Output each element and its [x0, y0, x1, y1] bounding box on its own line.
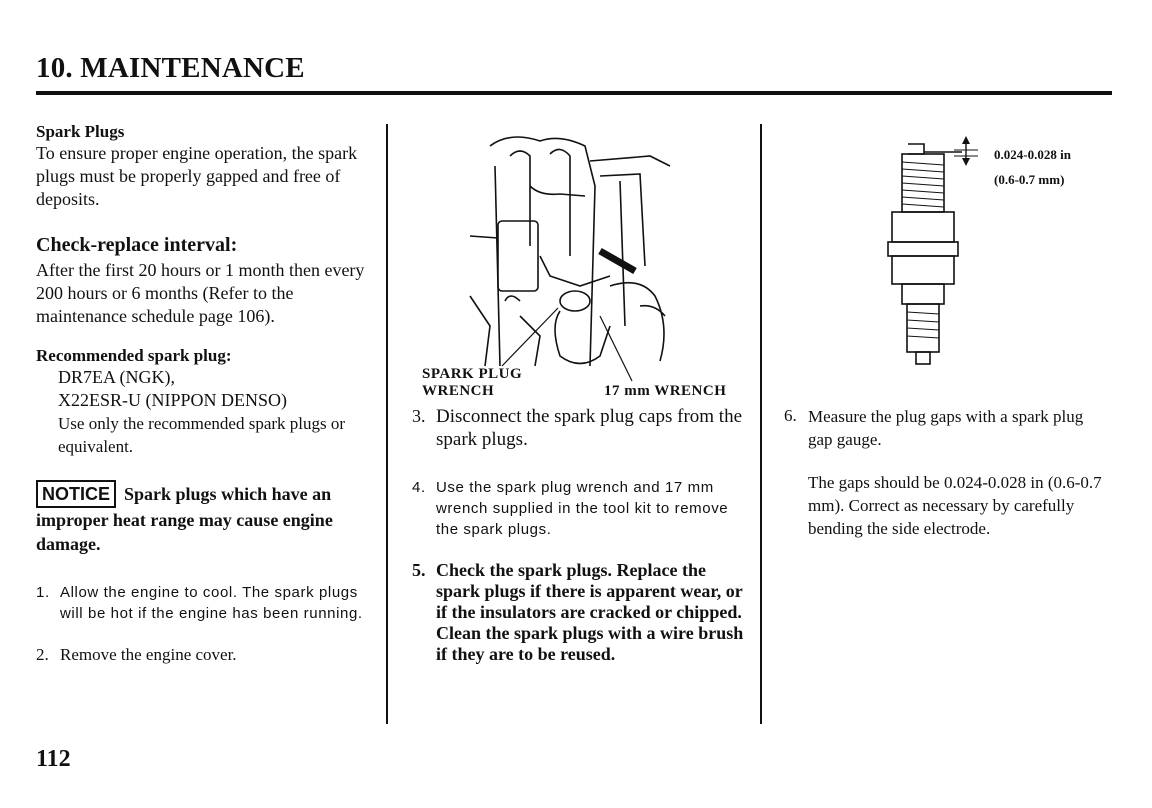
page-number: 112 [36, 746, 71, 772]
step-4: 4. Use the spark plug wrench and 17 mm w… [412, 477, 747, 540]
gap-inches-label: 0.024-0.028 in [994, 147, 1071, 162]
step-4-text: Use the spark plug wrench and 17 mm wren… [436, 479, 729, 538]
page-title: 10. MAINTENANCE [36, 52, 305, 84]
recommended-heading: Recommended spark plug: [36, 346, 232, 365]
plug-note: Use only the recommended spark plugs or … [58, 414, 346, 456]
label-17mm-wrench: 17 mm WRENCH [604, 383, 727, 399]
step-3: 3. Disconnect the spark plug caps from t… [412, 405, 747, 451]
column-middle: 3. Disconnect the spark plug caps from t… [412, 405, 747, 665]
header-rule [36, 91, 1112, 95]
interval-heading: Check-replace interval: [36, 234, 238, 256]
gap-mm-label: (0.6-0.7 mm) [994, 172, 1065, 187]
column-divider-left [386, 124, 388, 724]
step-2-number: 2. [36, 645, 49, 664]
label-spark-plug-wrench-line2: WRENCH [422, 383, 495, 399]
step-5-text: Check the spark plugs. Replace the spark… [436, 560, 744, 664]
plug-denso: X22ESR-U (NIPPON DENSO) [58, 390, 288, 410]
plug-ngk: DR7EA (NGK), [58, 367, 175, 387]
notice-badge: NOTICE [36, 480, 117, 508]
step-3-number: 3. [412, 406, 426, 426]
label-spark-plug-wrench: SPARK PLUG WRENCH [422, 366, 522, 400]
step-5-number: 5. [412, 560, 426, 580]
spark-plugs-heading: Spark Plugs [36, 122, 125, 141]
engine-spark-plug-illustration [469, 136, 671, 382]
step-4-number: 4. [412, 479, 426, 496]
intro-text: To ensure proper engine operation, the s… [36, 143, 358, 209]
step-6: 6. Measure the plug gaps with a spark pl… [784, 405, 1104, 451]
step-5: 5. Check the spark plugs. Replace the sp… [412, 560, 747, 665]
column-left: Spark Plugs To ensure proper engine oper… [36, 122, 376, 666]
step-1-number: 1. [36, 584, 50, 601]
step-6-number: 6. [784, 406, 797, 425]
notice-text: Spark plugs which have an improper heat … [36, 484, 333, 554]
step-1-text: Allow the engine to cool. The spark plug… [60, 584, 363, 622]
label-spark-plug-wrench-line1: SPARK PLUG [422, 366, 523, 382]
column-divider-right [760, 124, 762, 724]
step-3-text: Disconnect the spark plug caps from the … [436, 406, 743, 450]
spark-plug-gap-diagram [887, 136, 978, 365]
gap-spec-text: The gaps should be 0.024-0.028 in (0.6-0… [808, 473, 1102, 538]
recommended-plugs: DR7EA (NGK), X22ESR-U (NIPPON DENSO) Use… [36, 366, 376, 458]
column-right: 6. Measure the plug gaps with a spark pl… [784, 405, 1104, 540]
interval-text: After the first 20 hours or 1 month then… [36, 260, 365, 326]
step-2: 2. Remove the engine cover. [36, 644, 376, 666]
step-1: 1. Allow the engine to cool. The spark p… [36, 582, 376, 624]
step-6-text: Measure the plug gaps with a spark plug … [808, 407, 1084, 449]
step-2-text: Remove the engine cover. [60, 645, 237, 664]
